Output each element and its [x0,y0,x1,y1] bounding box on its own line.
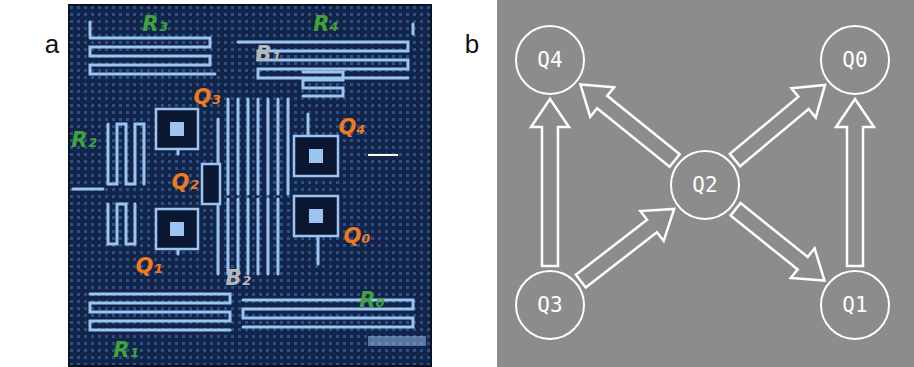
component-label: Q₀ [343,224,370,248]
coupling-arrow [836,99,874,266]
qubit-node: Q0 [820,25,890,95]
qubit-node: Q4 [515,25,585,95]
component-label: Q₄ [338,115,365,139]
node-label: Q1 [842,293,867,317]
component-label: B₂ [225,266,250,290]
component-label: R₁ [113,338,138,362]
qubit-node: Q2 [670,150,740,220]
coupling-arrow [576,209,674,288]
node-label: Q3 [537,293,562,317]
panel-letter: a [45,29,59,60]
qubit-node: Q1 [820,270,890,340]
component-label: R₀ [359,288,384,312]
coupling-arrow [731,203,825,281]
component-label: R₄ [313,12,338,36]
component-label: Q₂ [171,170,198,194]
chip-photo [68,4,432,367]
coupling-arrow [580,85,679,167]
node-label: Q0 [842,48,867,72]
coupling-arrow [730,85,825,166]
node-label: Q4 [537,48,562,72]
component-label: R₂ [71,128,96,152]
component-label: B₁ [255,42,280,66]
node-label: Q2 [692,173,717,197]
component-label: R₃ [142,12,167,36]
qubit-node: Q3 [515,270,585,340]
panel-letter: b [465,29,479,60]
component-label: Q₃ [193,85,220,109]
coupling-arrow [531,99,569,266]
component-label: Q₁ [135,254,162,278]
